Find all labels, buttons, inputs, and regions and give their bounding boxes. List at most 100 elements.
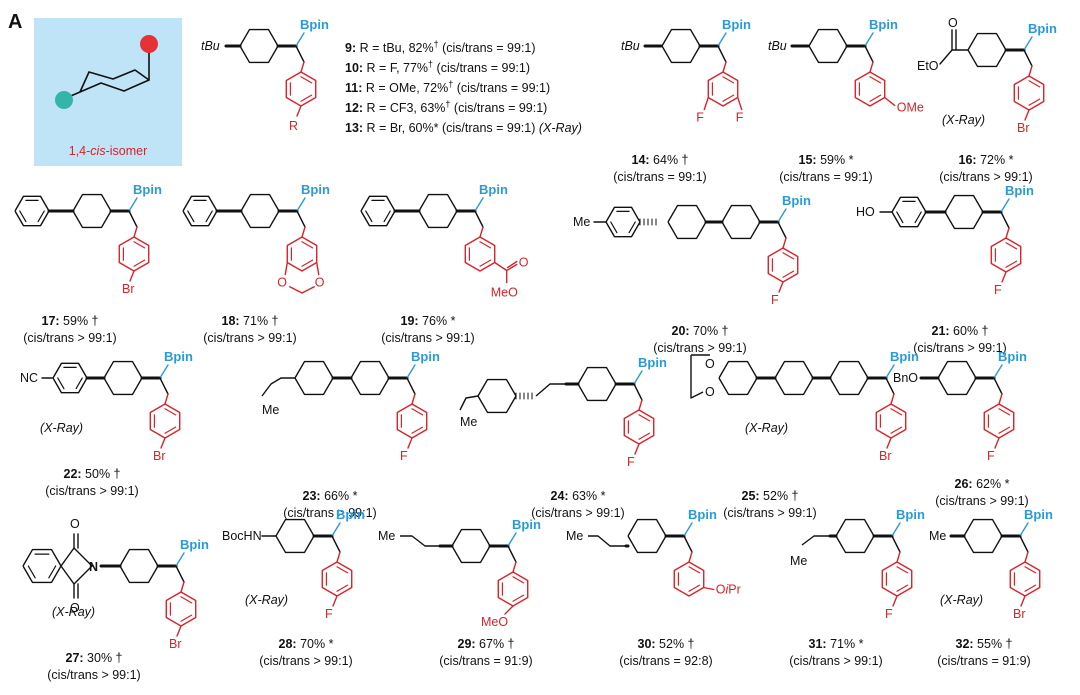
sub-meo: MeO — [481, 615, 508, 629]
series-row: 11: R = OMe, 72%† (cis/trans = 99:1) — [345, 79, 550, 95]
compound-ratio: (cis/trans > 99:1) — [935, 494, 1028, 508]
bpin-label: Bpin — [869, 17, 898, 32]
bpin-label: Bpin — [998, 349, 1027, 364]
sub-br: Br — [153, 449, 166, 463]
sub-o: O — [277, 276, 287, 290]
sub-f: F — [400, 449, 408, 463]
bpin-label: Bpin — [300, 17, 329, 32]
compound-caption: 22: 50% † — [64, 467, 121, 481]
sub-f: F — [325, 607, 333, 621]
bpin-label: Bpin — [180, 537, 209, 552]
panel-letter: A — [8, 11, 22, 33]
compound-ratio: (cis/trans > 99:1) — [381, 331, 474, 345]
isomer-label: 1,4-cis-isomer — [69, 144, 148, 158]
sub-br: Br — [1017, 121, 1030, 135]
bpin-label: Bpin — [164, 349, 193, 364]
compound-ratio: (cis/trans > 99:1) — [45, 484, 138, 498]
compound-ratio: (cis/trans = 99:1) — [613, 170, 706, 184]
bpin-label: Bpin — [301, 182, 330, 197]
compound-caption: 26: 62% * — [955, 477, 1010, 491]
bpin-label: Bpin — [896, 507, 925, 522]
compound-ratio: (cis/trans = 99:1) — [779, 170, 872, 184]
sub-br: Br — [879, 449, 892, 463]
bpin-label: Bpin — [336, 507, 365, 522]
compound-caption: 14: 64% † — [632, 153, 689, 167]
sub-f: F — [771, 293, 779, 307]
bpin-label: Bpin — [1005, 183, 1034, 198]
sub-br: Br — [1013, 607, 1026, 621]
compound-ratio: (cis/trans > 99:1) — [789, 654, 882, 668]
sub-f: F — [885, 607, 893, 621]
series-row: 13: R = Br, 60%* (cis/trans = 99:1) (X-R… — [345, 121, 582, 135]
carbonyl-o: O — [948, 16, 958, 30]
compound-caption: 15: 59% * — [799, 153, 854, 167]
compound-ratio: (cis/trans > 99:1) — [259, 654, 352, 668]
compound-ratio: (cis/trans > 99:1) — [23, 331, 116, 345]
compound-caption: 25: 52% † — [742, 489, 799, 503]
compound-ratio: (cis/trans > 99:1) — [47, 668, 140, 682]
sub-f: F — [627, 455, 635, 469]
sub-o: O — [70, 517, 80, 531]
sub-o: O — [519, 256, 529, 270]
compound-ratio: (cis/trans > 99:1) — [653, 341, 746, 355]
bpin-label: Bpin — [133, 182, 162, 197]
compound-caption: 21: 60% † — [932, 324, 989, 338]
compound-caption: 20: 70% † — [672, 324, 729, 338]
compound-ratio: (cis/trans = 92:8) — [619, 654, 712, 668]
left-group: NC — [20, 371, 38, 385]
compound-caption: 29: 67% † — [458, 637, 515, 651]
left-group: Me — [573, 215, 590, 229]
sub-br: Br — [169, 637, 182, 651]
sub-o: O — [315, 276, 325, 290]
bpin-label: Bpin — [1024, 507, 1053, 522]
sub-f: F — [987, 449, 995, 463]
bpin-label: Bpin — [722, 17, 751, 32]
tbu-label: tBu — [201, 39, 220, 53]
compound-ratio: (cis/trans = 91:9) — [439, 654, 532, 668]
compound-ratio: (cis/trans > 99:1) — [203, 331, 296, 345]
compound-caption: 24: 63% * — [551, 489, 606, 503]
bpin-label: Bpin — [890, 349, 919, 364]
left-group: Me — [790, 554, 807, 568]
xray-label: (X-Ray) — [245, 593, 288, 607]
left-group: tBu — [768, 39, 787, 53]
bpin-label: Bpin — [688, 507, 717, 522]
compound-caption: 32: 55% † — [956, 637, 1013, 651]
bpin-label: Bpin — [1028, 21, 1057, 36]
sub-o: O — [705, 357, 715, 371]
compound-caption: 31: 71% * — [809, 637, 864, 651]
compound-caption: 28: 70% * — [279, 637, 334, 651]
left-group: HO — [856, 205, 875, 219]
compound-caption: 30: 52% † — [638, 637, 695, 651]
bpin-label: Bpin — [512, 517, 541, 532]
teal-ball — [55, 91, 73, 109]
sub-f: F — [736, 111, 744, 125]
xray-label: (X-Ray) — [40, 421, 83, 435]
compound-ratio: (cis/trans = 91:9) — [937, 654, 1030, 668]
compound-ratio: (cis/trans > 99:1) — [283, 506, 376, 520]
left-group: tBu — [621, 39, 640, 53]
sub-oipr: OiPr — [716, 583, 741, 597]
sub-o: O — [705, 385, 715, 399]
sub-f: F — [696, 111, 704, 125]
compound-caption: 18: 71% † — [222, 314, 279, 328]
bpin-label: Bpin — [638, 355, 667, 370]
sub-br: Br — [122, 282, 135, 296]
xray-label: (X-Ray) — [942, 113, 985, 127]
bpin-label: Bpin — [411, 349, 440, 364]
